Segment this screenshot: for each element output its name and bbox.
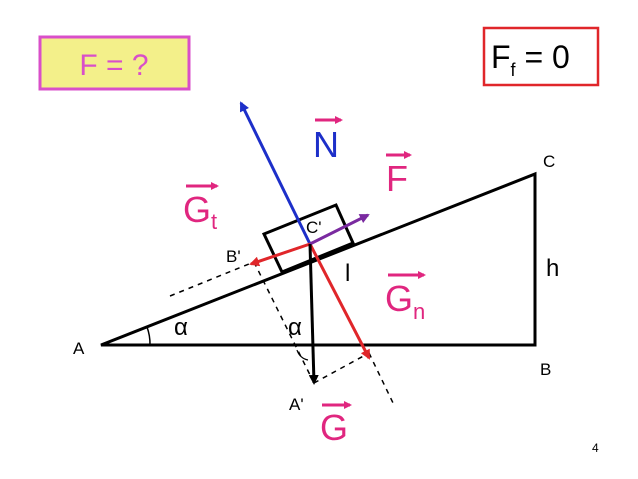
label-height: h <box>546 255 559 282</box>
normal-force-arrow <box>239 101 312 245</box>
construction-lines <box>169 261 395 406</box>
friction-sub: f <box>511 60 517 80</box>
question-box: F = ? <box>38 35 191 91</box>
friction-main: F <box>491 39 511 75</box>
label-alpha-a: α <box>174 314 188 341</box>
label-point-a: A <box>73 339 85 358</box>
applied-force-arrow <box>309 213 370 246</box>
question-box-frame <box>38 35 191 91</box>
tangential-gravity-arrow <box>249 242 311 267</box>
label-length: l <box>345 260 350 287</box>
dashed-a-to-gn <box>313 352 370 384</box>
label-point-b-prime: B' <box>226 247 241 266</box>
friction-text: Ff = 0 <box>491 39 570 80</box>
friction-rest: = 0 <box>516 39 570 75</box>
vector-text-f: F <box>386 158 408 199</box>
vector-label-gn: Gn <box>385 271 426 324</box>
vector-text-n: N <box>313 124 339 165</box>
normal-gravity-arrow <box>308 243 371 360</box>
friction-box-frame <box>482 26 600 87</box>
vector-text-gn: Gn <box>385 278 425 324</box>
dashed-gn-extension <box>368 352 395 406</box>
vector-label-n: N <box>313 116 343 165</box>
label-point-c-prime: C' <box>306 218 322 237</box>
label-point-a-prime: A' <box>289 395 304 414</box>
friction-box: Ff = 0 <box>482 26 600 87</box>
vector-label-f: F <box>386 151 412 199</box>
vector-text-g: G <box>320 407 348 448</box>
label-point-b: B <box>540 360 551 379</box>
label-point-c: C <box>543 152 555 171</box>
vector-text-gn-main: G <box>385 278 413 319</box>
question-text: F = ? <box>79 49 148 82</box>
page-number: 4 <box>592 441 599 455</box>
label-alpha-g: α <box>288 314 302 341</box>
vector-text-gt-main: G <box>183 189 211 230</box>
vector-label-gt: Gt <box>183 182 219 234</box>
dashed-b-to-a <box>253 261 315 384</box>
vector-label-g: G <box>320 401 352 448</box>
angle-arc-a <box>146 326 151 346</box>
vector-text-gn-sub: n <box>413 299 425 324</box>
angle-arc-g <box>296 349 309 361</box>
vector-text-gt: Gt <box>183 189 217 234</box>
vector-text-gt-sub: t <box>211 209 217 234</box>
gravity-arrow <box>308 243 319 385</box>
